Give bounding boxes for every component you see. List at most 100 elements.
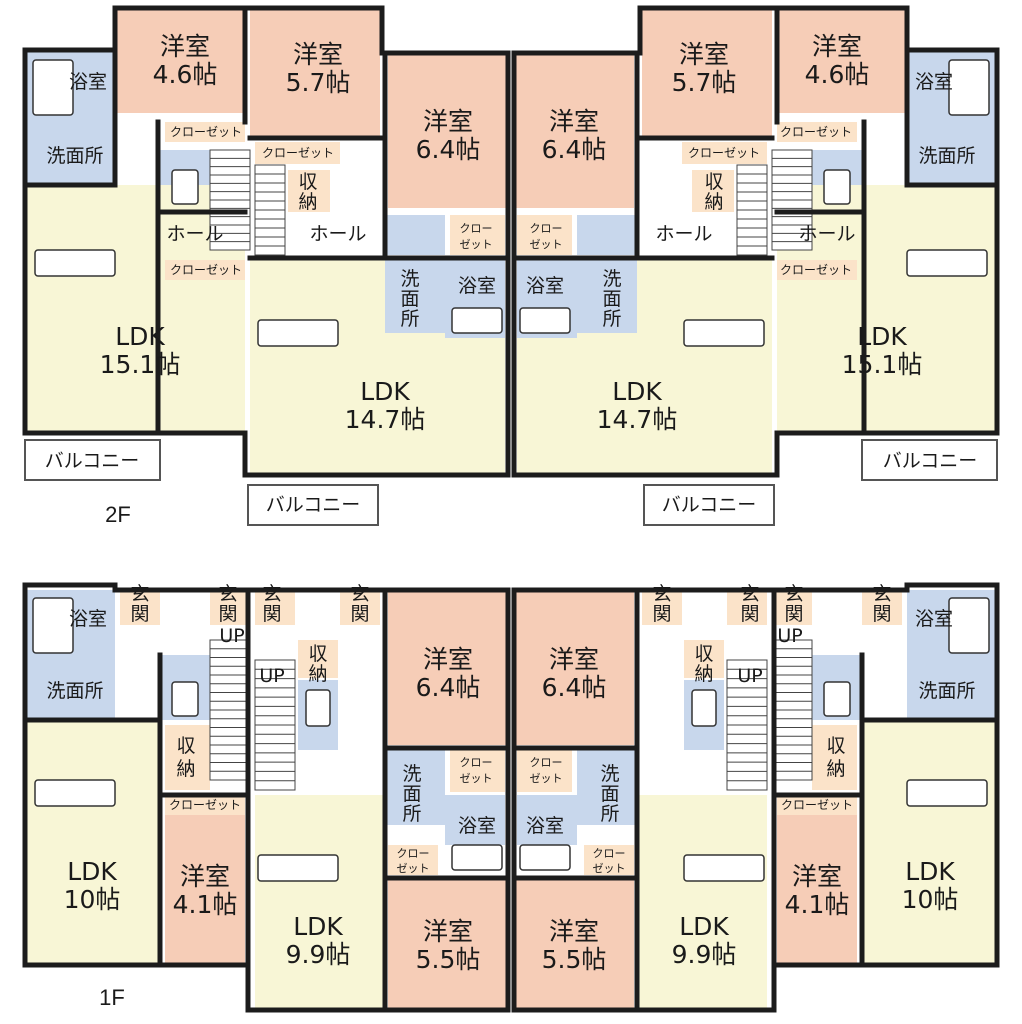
closet-1f-a-right <box>777 795 857 815</box>
ldk-10-left <box>25 720 160 965</box>
wash-1f-b-c-right: 所 <box>600 803 619 825</box>
closet-2f-a-label-right: クローゼット <box>780 125 852 139</box>
up-1f-a-left: UP <box>219 625 244 647</box>
wash-1f-b-c-left: 所 <box>402 803 421 825</box>
wall-10-right <box>771 587 865 968</box>
storage-1f-b-right: 納 <box>826 758 845 780</box>
bedroom-41-right <box>777 815 857 965</box>
wash-2f-left <box>25 122 115 184</box>
bedroom-41-title-left: 洋室 <box>180 862 230 891</box>
closet-1f-b-right <box>517 750 572 792</box>
closet-2f-b-label-right: クローゼット <box>688 146 760 160</box>
bathtub-1f-right <box>948 597 990 654</box>
stairs-1f-b-left <box>254 659 296 791</box>
kitchen-counter-2f-b-left <box>257 319 339 347</box>
wash-2f-b-right <box>577 258 637 333</box>
bedroom-46-title-left: 洋室 <box>160 32 210 61</box>
toilet-bowl-1f-left <box>171 681 199 717</box>
ldk-151-left <box>25 185 245 433</box>
wash-1f-label-right: 洗面所 <box>918 680 975 702</box>
toilet-bowl-1f-b-left <box>305 689 331 727</box>
ldk-99-right <box>637 795 767 1010</box>
wash-1f-b-a-right: 洗 <box>600 763 619 785</box>
hall-2f-b-right: ホール <box>655 223 712 245</box>
kitchen-counter-1f-left <box>34 779 116 807</box>
storage-2f-left <box>288 170 330 212</box>
genkan-1f-b-2-left: 関 <box>218 603 237 625</box>
bedroom-64-1f-left <box>388 590 508 745</box>
closet-2f-d-left <box>450 215 505 255</box>
wash-1f-right <box>907 658 997 720</box>
hall-2f-b-left: ホール <box>309 223 366 245</box>
closet-1f-b-b-left: ゼット <box>460 772 493 785</box>
bedroom-46-right <box>777 8 907 113</box>
stairs-2f-b-left <box>254 164 286 256</box>
bath-2f-b-label-left: 浴室 <box>458 275 496 297</box>
floor-2f-label: 2F <box>105 502 131 527</box>
storage-1f-left <box>165 725 210 790</box>
closet-2f-d-b-left: ゼット <box>460 238 493 251</box>
wall-4-left <box>155 119 248 436</box>
bedroom-41-size-left: 4.1帖 <box>173 890 238 919</box>
closet-1f-c-left <box>388 845 438 875</box>
ldk-99-left <box>255 795 385 1010</box>
closet-2f-c-right <box>777 260 857 280</box>
storage-2f-a-right: 収 <box>704 171 723 193</box>
balcony-1-right <box>643 484 775 526</box>
genkan-1f-a-left <box>120 590 160 625</box>
storage-2f-b-left: 納 <box>298 191 317 213</box>
genkan-1f-c-left <box>255 590 295 625</box>
closet-1f-b-a-left: クロー <box>460 756 493 769</box>
wall-5-right <box>511 50 775 261</box>
wall-3-left <box>22 47 118 188</box>
storage-1f-b-b-right: 納 <box>694 663 713 685</box>
storage-1f-b-a-right: 収 <box>694 643 713 665</box>
balcony-2f-b-label-right: バルコニー <box>662 494 757 516</box>
closet-2f-a-right <box>777 122 857 142</box>
closet-2f-d-a-left: クロー <box>460 222 493 235</box>
bedroom-55-title-left: 洋室 <box>423 917 473 946</box>
closet-1f-a-label-left: クローゼット <box>169 798 241 812</box>
kitchen-counter-2f-left <box>34 249 116 277</box>
ldk-151-right <box>777 185 997 433</box>
labels-layer: 洋室4.6帖洋室4.6帖洋室5.7帖洋室5.7帖洋室6.4帖洋室6.4帖LDK1… <box>45 32 978 1010</box>
wash-1f-b-b-right: 面 <box>600 783 619 805</box>
storage-1f-b-left: 納 <box>176 758 195 780</box>
stairs-1f-left <box>209 639 251 781</box>
fixtures-layer <box>32 59 990 882</box>
rooms-layer <box>24 8 998 1010</box>
wall-5-left <box>247 50 511 261</box>
genkan-1f-b-left <box>210 590 250 625</box>
ldk-10-size-left: 10帖 <box>64 885 121 914</box>
ldk-151-size-left: 15.1帖 <box>100 350 181 379</box>
closet-1f-b-left <box>450 750 505 792</box>
bedroom-55-size-left: 5.5帖 <box>416 945 481 974</box>
closet-1f-c-b-left: ゼット <box>397 862 430 875</box>
bedroom-41-left <box>165 815 245 965</box>
balcony-2f-b-label-left: バルコニー <box>266 494 361 516</box>
bathtub-2f-b-right <box>519 307 571 334</box>
bedroom-46-left <box>115 8 245 113</box>
genkan-1f-d-2-right: 関 <box>652 603 671 625</box>
ldk-10-title-right: LDK <box>905 857 955 886</box>
toilet-bowl-1f-b-right <box>691 689 717 727</box>
balcony-0-left <box>24 439 161 481</box>
storage-1f-right <box>812 725 857 790</box>
walls-layer <box>22 5 1000 1013</box>
balcony-2f-a-label-left: バルコニー <box>45 450 140 472</box>
bathtub-1f-left <box>32 597 74 654</box>
genkan-1f-b-2-right: 関 <box>784 603 803 625</box>
bath-2f-b-label-right: 浴室 <box>526 275 564 297</box>
bathtub-2f-left <box>32 59 74 116</box>
genkan-1f-b-right <box>772 590 812 625</box>
bedroom-64-1f-right <box>514 590 634 745</box>
toilet-2f-b-left <box>385 215 445 255</box>
bedroom-64-1f-size-left: 6.4帖 <box>416 673 481 702</box>
ldk-99-size-right: 9.9帖 <box>672 940 737 969</box>
closet-2f-b-left <box>255 142 340 164</box>
genkan-1f-d-right <box>642 590 682 625</box>
bedroom-41-size-right: 4.1帖 <box>785 890 850 919</box>
ldk-99-title-right: LDK <box>679 912 729 941</box>
wall-6-right <box>511 582 1000 1013</box>
